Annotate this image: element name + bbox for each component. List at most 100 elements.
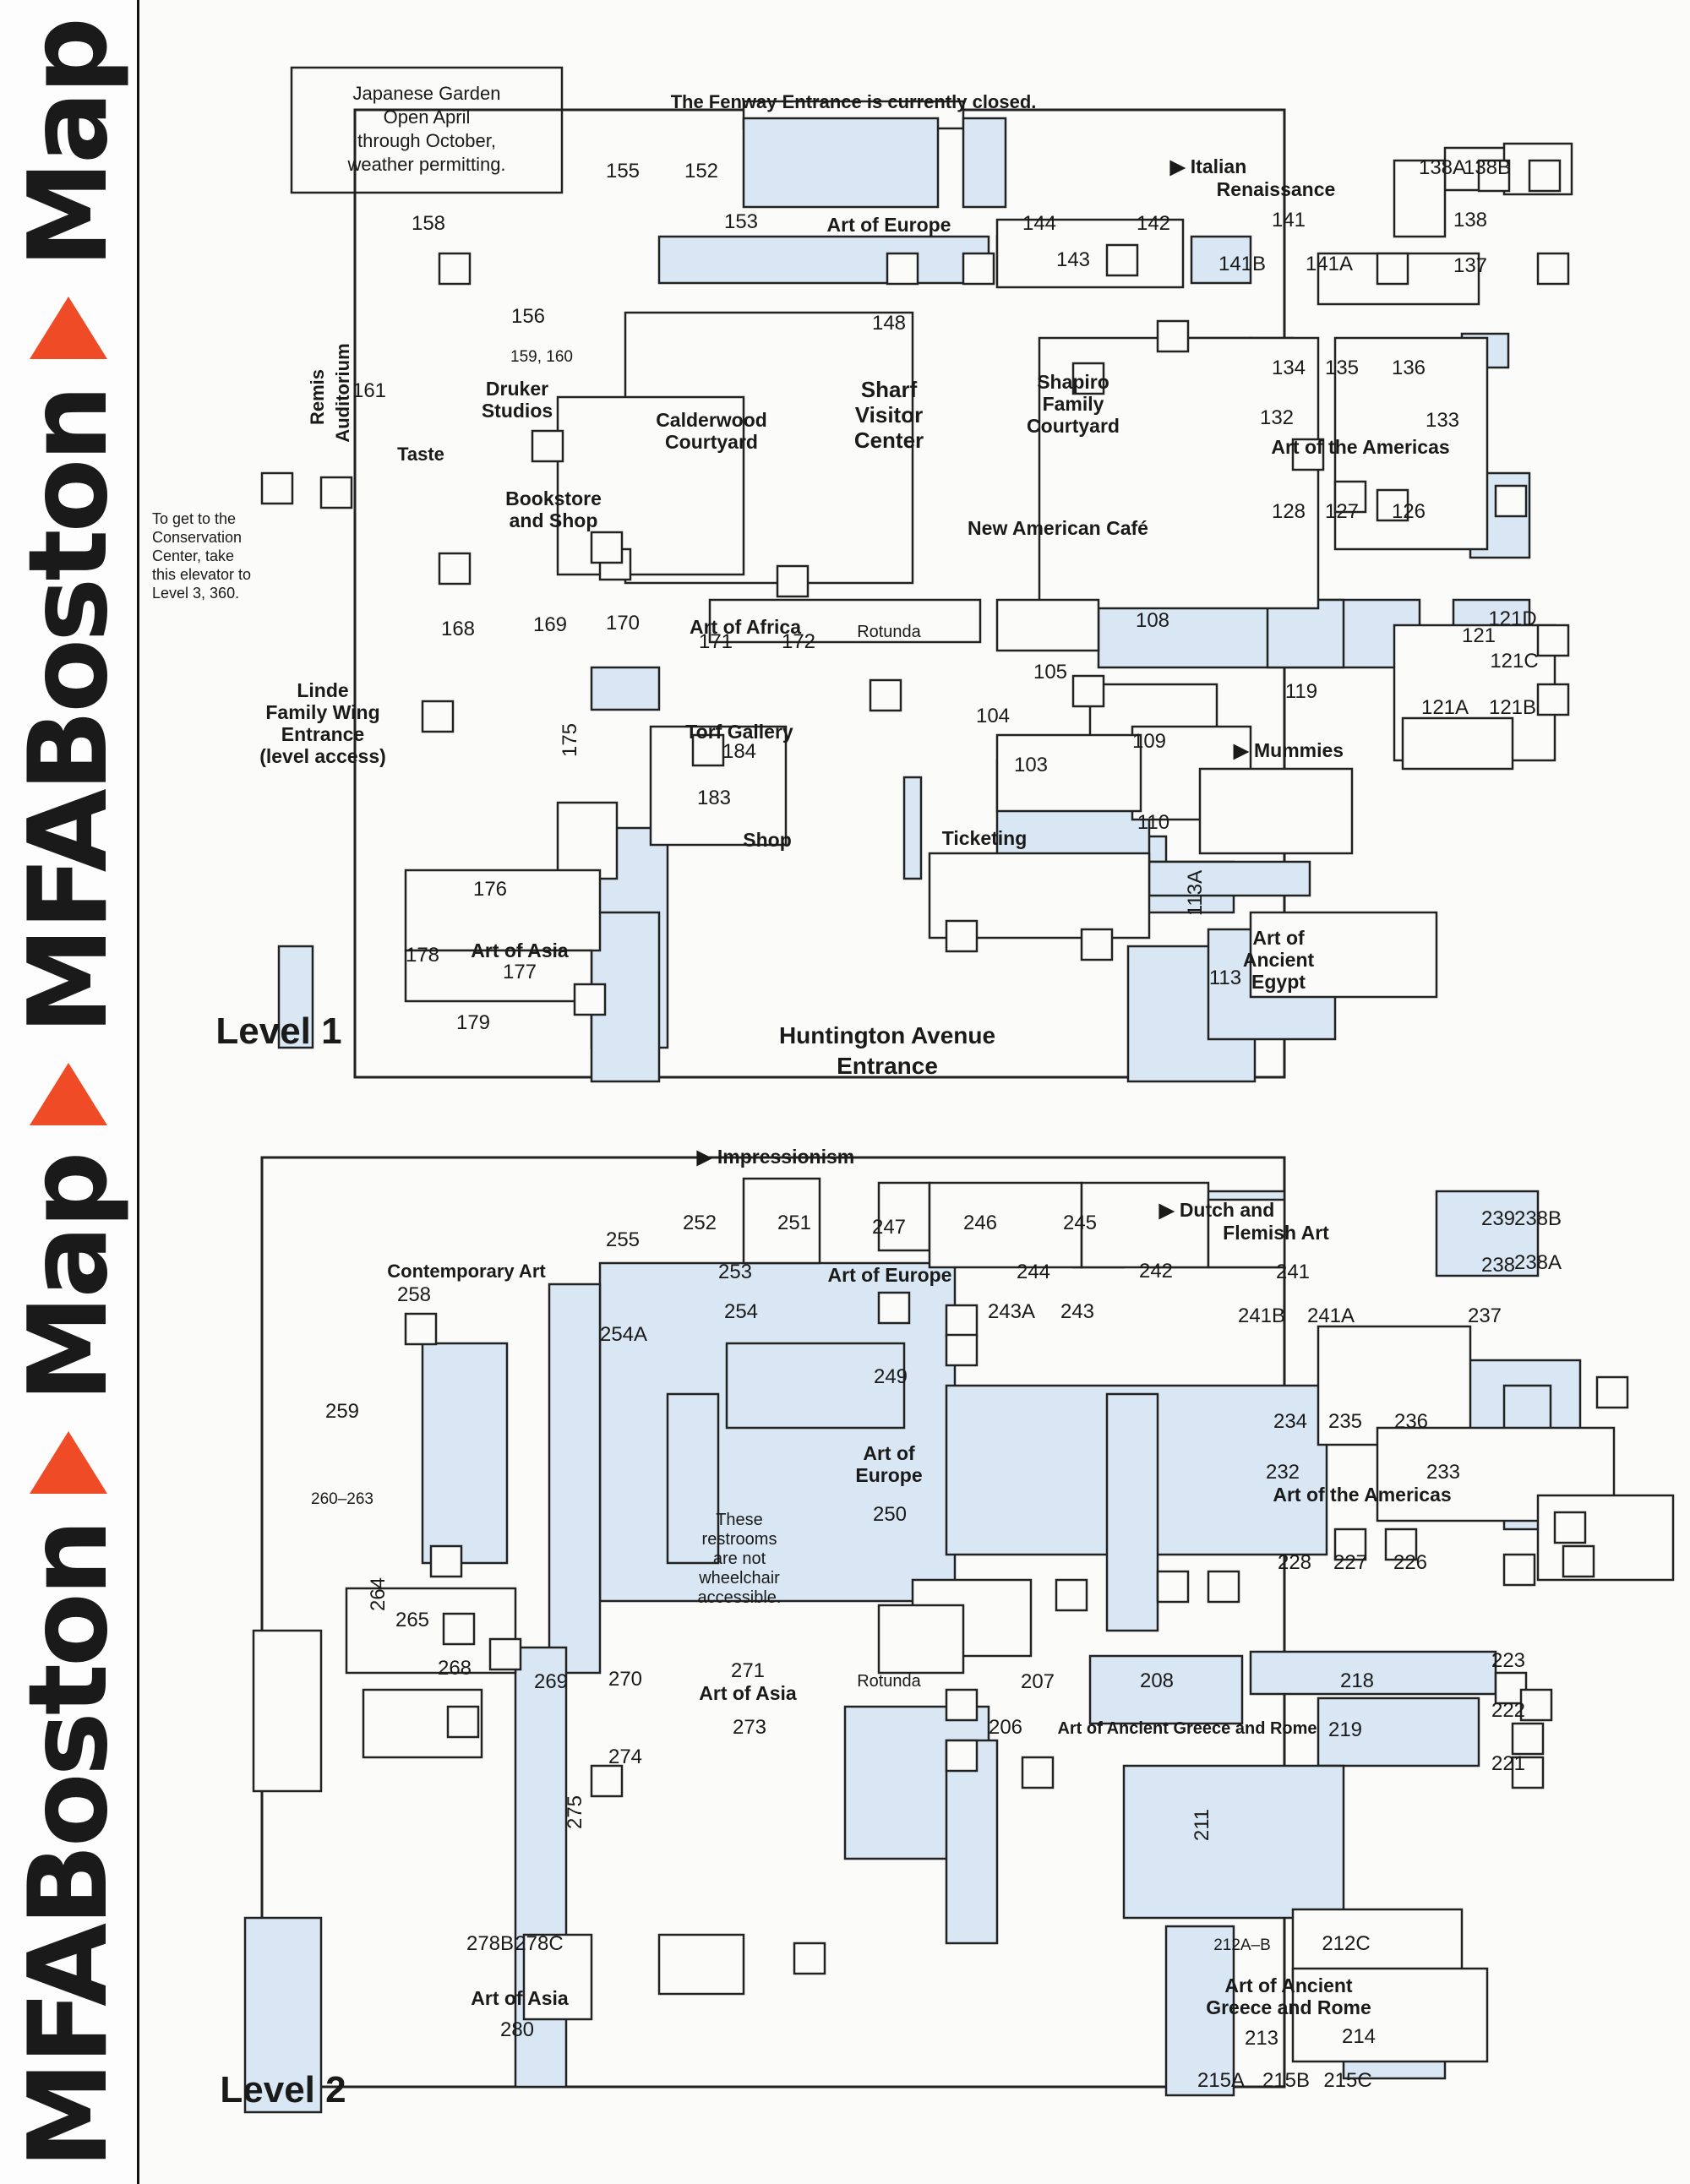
gallery-block [725, 1342, 906, 1430]
italian-renaissance-link: ▶ Italian [1169, 155, 1247, 177]
room-number: 127 [1325, 500, 1359, 523]
room-number: 270 [608, 1668, 642, 1691]
amenity-icon [319, 476, 353, 509]
gallery-block [902, 776, 923, 880]
room-number: 254A [600, 1323, 647, 1346]
amenity-icon [1333, 480, 1367, 514]
gallery-block [421, 1342, 509, 1565]
amenity-icon [438, 252, 472, 286]
room-number: 121A [1421, 696, 1469, 719]
room-number: 236 [1394, 1410, 1428, 1433]
sidebar: MFABoston Map MFABoston Map MFABoston [0, 0, 139, 2184]
room-number: 241 [1276, 1261, 1310, 1283]
amenity-icon [1156, 319, 1190, 353]
mummies-link: ▶ Mummies [1233, 739, 1344, 761]
room-number: 133 [1426, 409, 1459, 432]
amenity-icon [945, 1739, 979, 1773]
amenity-icon [1376, 252, 1409, 286]
room-number: 274 [608, 1746, 642, 1768]
arrow-icon [30, 1063, 107, 1126]
room-number: 241B [1238, 1304, 1285, 1327]
gallery-block [1088, 1654, 1244, 1725]
room-number: 264 [367, 1577, 390, 1611]
asia-280-label: Art of Asia [471, 1987, 569, 2009]
room-number: 213 [1245, 2027, 1278, 2050]
room-number: 183 [697, 787, 731, 809]
room-number: 215C [1323, 2069, 1371, 2092]
japanese-garden-label: Open April [384, 106, 471, 128]
amenity-icon [573, 983, 607, 1016]
room-number: 179 [456, 1011, 490, 1034]
room-number: 241A [1307, 1304, 1355, 1327]
conservation-note: Conservation [152, 529, 242, 546]
contemporary-label: Contemporary Art [387, 1261, 546, 1282]
room-number: 233 [1426, 1461, 1460, 1484]
amenity-icon [446, 1705, 480, 1739]
amenity-icon [886, 252, 919, 286]
room-number: 152 [684, 160, 718, 182]
room-block [877, 1604, 965, 1675]
room-number: 250 [873, 1503, 907, 1526]
amenity-icon [776, 564, 810, 598]
room-number: 232 [1266, 1461, 1300, 1484]
linde-entrance-label: (level access) [259, 745, 386, 767]
room-number: 273 [733, 1716, 766, 1739]
japanese-garden-label: Japanese Garden [353, 83, 501, 104]
room-block [1317, 1325, 1472, 1446]
room-number: 110 [1137, 811, 1169, 834]
fenway-notice: The Fenway Entrance is currently closed. [671, 91, 1037, 112]
room-number: 244 [1017, 1261, 1050, 1283]
shapiro-label: Courtyard [1027, 415, 1120, 437]
room-number: 238A [1514, 1251, 1562, 1274]
room-number: 228 [1278, 1551, 1311, 1574]
amenity-icon [590, 1764, 624, 1798]
conservation-note: Center, take [152, 547, 234, 564]
room-number: 252 [683, 1212, 717, 1234]
remis-label: Auditorium [332, 343, 353, 442]
gallery-block [1105, 1392, 1159, 1632]
map-word: Map [5, 20, 132, 269]
room-block [1291, 1908, 1464, 1979]
room-block [556, 801, 619, 880]
room-number: 161 [352, 379, 386, 402]
druker-label: Studios [482, 400, 553, 422]
room-number: 214 [1342, 2025, 1376, 2048]
amenity-icon [1494, 484, 1528, 518]
torf-label: Torf Gallery [685, 721, 793, 743]
room-number: 172 [782, 630, 815, 653]
amenity-icon [877, 1291, 911, 1325]
room-number: 226 [1393, 1551, 1427, 1574]
room-block [345, 1587, 517, 1675]
gallery-block [1097, 598, 1421, 669]
amenity-icon [945, 919, 979, 953]
room-number: 135 [1325, 357, 1359, 379]
amenity-icon [488, 1637, 522, 1671]
americas-label: Art of the Americas [1273, 1484, 1451, 1506]
room-number: 108 [1136, 609, 1169, 632]
room-number: 255 [606, 1228, 640, 1251]
room-number: 103 [1014, 754, 1048, 776]
amenity-icon [1207, 1570, 1240, 1604]
room-number: 184 [722, 740, 756, 763]
calderwood-label: Courtyard [665, 431, 758, 453]
room-number: 235 [1328, 1410, 1362, 1433]
amenity-icon [1291, 438, 1325, 471]
remis-label: Remis [307, 369, 328, 425]
room-number: 142 [1137, 212, 1170, 235]
bookstore-label: and Shop [510, 509, 598, 531]
room-block [1249, 911, 1438, 999]
amenity-icon [1071, 674, 1105, 708]
room-number: 169 [533, 613, 567, 636]
room-number: 212A–B [1213, 1936, 1271, 1954]
gallery-block [548, 1283, 602, 1675]
room-number: 119 [1285, 680, 1317, 703]
amenity-icon [442, 1612, 476, 1646]
shapiro-label: Shapiro [1037, 371, 1109, 393]
sidebar-title: MFABoston Map MFABoston Map MFABoston [0, 0, 137, 2184]
restroom-note: These [716, 1511, 763, 1529]
rotunda-label: Rotunda [857, 623, 921, 641]
room-number: 121D [1488, 607, 1536, 630]
amenity-icon [945, 1333, 979, 1367]
